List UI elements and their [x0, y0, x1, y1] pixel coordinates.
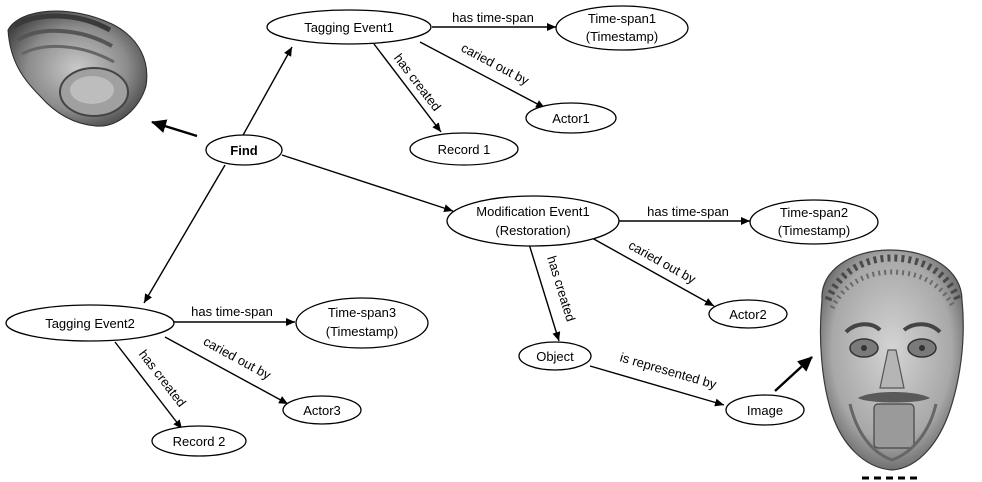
arrow-find-to-fragment — [151, 119, 198, 138]
node-object: Object — [518, 341, 592, 371]
node-label: (Timestamp) — [326, 324, 398, 339]
node-label: Modification Event1 — [476, 204, 589, 219]
arrow-image-to-mask — [774, 356, 813, 392]
node-time-span3: Time-span3 (Timestamp) — [295, 297, 429, 349]
node-tagging-event1: Tagging Event1 — [266, 9, 432, 45]
terracotta-mask-photo — [819, 249, 964, 471]
edge-find-tagging-event2 — [143, 164, 226, 304]
node-actor2: Actor2 — [708, 299, 788, 329]
node-image: Image — [725, 394, 805, 426]
edge-te1-record: has created — [373, 43, 444, 133]
edge-te1-timespan: has time-span — [432, 10, 556, 31]
edge-find-tagging-event1 — [241, 46, 293, 138]
node-label: Tagging Event2 — [45, 316, 135, 331]
node-label: Time-span3 — [328, 305, 396, 320]
edge-find-modification-event1 — [281, 154, 454, 213]
node-label: Find — [230, 143, 257, 158]
node-label: (Timestamp) — [778, 223, 850, 238]
node-label: (Timestamp) — [586, 29, 658, 44]
edge-te2-timespan: has time-span — [174, 304, 295, 326]
node-label: (Restoration) — [495, 223, 570, 238]
node-label: Time-span1 — [588, 11, 656, 26]
edge-label-me1-object: has created — [544, 254, 578, 323]
node-label: Record 1 — [438, 142, 491, 157]
edge-label-te1-timespan: has time-span — [452, 10, 534, 25]
edge-label-me1-timespan: has time-span — [647, 204, 729, 219]
node-find: Find — [205, 134, 283, 166]
node-label: Image — [747, 403, 783, 418]
terracotta-fragment-photo — [7, 10, 148, 127]
edge-te2-record: has created — [114, 341, 189, 430]
node-label: Tagging Event1 — [304, 20, 394, 35]
edge-me1-actor: caried out by — [591, 237, 715, 307]
edge-label-te1-record: has created — [391, 51, 444, 114]
node-modification-event1: Modification Event1 (Restoration) — [446, 195, 620, 247]
node-tagging-event2: Tagging Event2 — [5, 304, 175, 342]
node-label: Actor3 — [303, 403, 341, 418]
node-record2: Record 2 — [151, 425, 247, 457]
edge-label-object-image: is represented by — [618, 350, 718, 392]
node-actor3: Actor3 — [282, 395, 362, 425]
edge-me1-object: has created — [528, 243, 579, 342]
edge-label-te2-actor: caried out by — [201, 334, 274, 383]
edge-label-te2-record: has created — [136, 347, 189, 410]
node-label: Actor1 — [552, 111, 590, 126]
node-label: Record 2 — [173, 434, 226, 449]
edge-label-te2-timespan: has time-span — [191, 304, 273, 319]
edge-label-me1-actor: caried out by — [626, 237, 699, 287]
edge-object-image: is represented by — [589, 350, 725, 407]
node-actor1: Actor1 — [525, 102, 617, 134]
node-label: Actor2 — [729, 307, 767, 322]
edge-me1-timespan: has time-span — [613, 204, 750, 225]
node-time-span2: Time-span2 (Timestamp) — [749, 199, 879, 245]
node-record1: Record 1 — [409, 132, 519, 166]
node-time-span1: Time-span1 (Timestamp) — [555, 5, 689, 51]
node-label: Time-span2 — [780, 205, 848, 220]
node-label: Object — [536, 349, 574, 364]
